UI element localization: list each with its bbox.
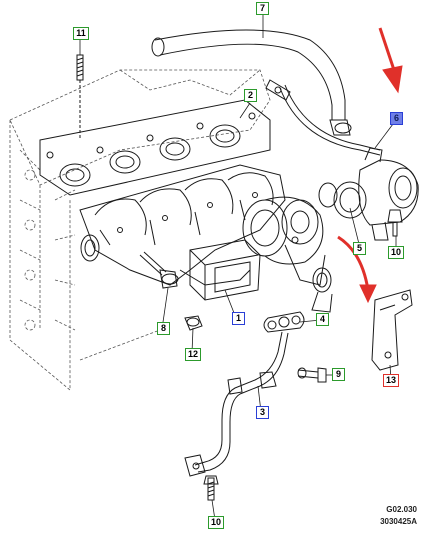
callout-7: 7 (256, 2, 269, 15)
callout-9: 9 (332, 368, 345, 381)
oil-return-pipe (184, 331, 289, 477)
callout-10-lower: 10 (208, 516, 224, 529)
drawing-reference-code: G02.030 (386, 505, 417, 514)
callout-5: 5 (353, 242, 366, 255)
bolt-8 (139, 251, 179, 289)
flange-gasket-4 (263, 311, 305, 333)
engine-block-outline (9, 69, 271, 391)
callout-1: 1 (232, 312, 245, 325)
red-arrow-curved (337, 235, 377, 304)
oil-feed-line (265, 79, 381, 156)
manifold-gasket (39, 99, 271, 196)
bolt-10-upper (387, 209, 403, 237)
stud (76, 54, 84, 140)
red-arrow-top (378, 27, 403, 94)
exhaust-manifold (79, 164, 286, 286)
callout-12: 12 (185, 348, 201, 361)
bolt-10-lower (203, 475, 219, 501)
intake-elbow (358, 147, 419, 241)
callout-11: 11 (73, 27, 89, 40)
callout-2: 2 (244, 89, 257, 102)
callout-10-upper: 10 (388, 246, 404, 259)
callout-4: 4 (316, 313, 329, 326)
outlet-gasket (318, 181, 367, 219)
intake-hose (151, 29, 352, 136)
turbocharger (242, 196, 333, 313)
callout-6: 6 (390, 112, 403, 125)
support-bracket (371, 289, 413, 371)
drawing-reference-number: 3030425A (380, 517, 417, 526)
bolt-9 (297, 367, 327, 383)
callout-13: 13 (383, 374, 399, 387)
nut-12 (184, 315, 203, 331)
callout-8: 8 (157, 322, 170, 335)
callout-3: 3 (256, 406, 269, 419)
